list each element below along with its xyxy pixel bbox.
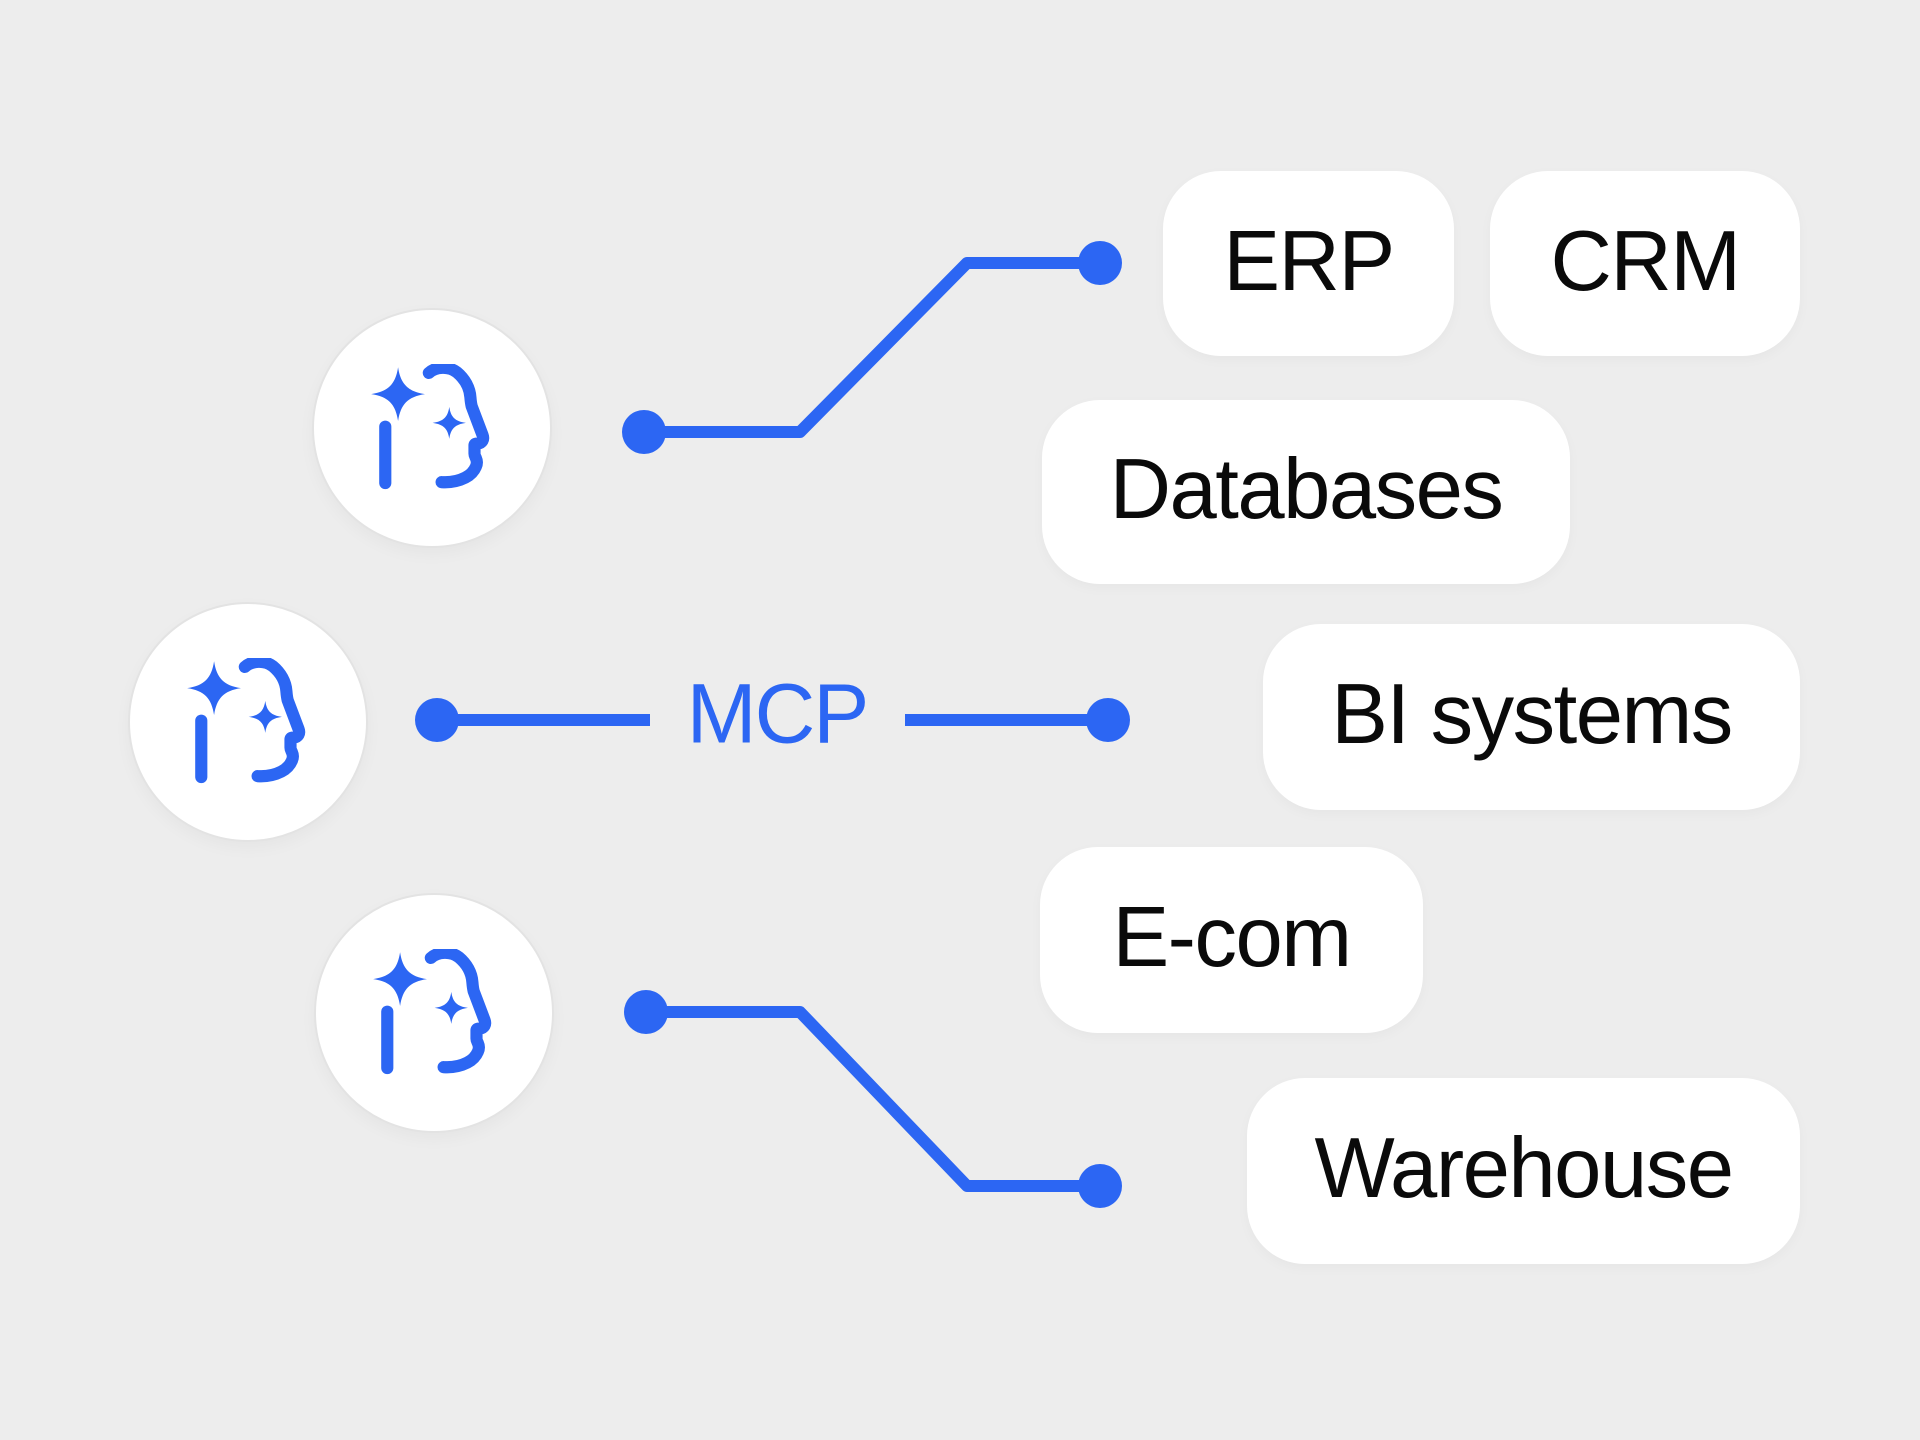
system-pill-erp: ERP [1163, 171, 1454, 356]
system-pill-label: CRM [1550, 213, 1741, 309]
system-pill-ecom: E-com [1040, 847, 1423, 1033]
connector-bottom [624, 990, 1122, 1208]
connector-top [622, 241, 1122, 454]
system-pill-label: Databases [1109, 442, 1504, 537]
connector-dot [415, 698, 459, 742]
ai-agent-node-middle [128, 602, 368, 842]
ai-face-icon [370, 949, 498, 1077]
system-pill-label: E-com [1112, 890, 1352, 985]
system-pill-warehouse: Warehouse [1247, 1078, 1800, 1264]
ai-agent-node-top [312, 308, 552, 548]
connector-dot [1078, 1164, 1122, 1208]
system-pill-label: Warehouse [1314, 1121, 1734, 1216]
connector-line [646, 1006, 1100, 1192]
connector-dot [624, 990, 668, 1034]
connector-middle [415, 698, 1130, 742]
connector-dot [1078, 241, 1122, 285]
system-pill-bi-systems: BI systems [1263, 624, 1800, 810]
ai-face-icon [368, 364, 496, 492]
system-pill-label: BI systems [1331, 667, 1733, 762]
connector-line [644, 257, 1100, 438]
system-pill-databases: Databases [1042, 400, 1570, 584]
ai-agent-node-bottom [314, 893, 554, 1133]
system-pill-label: ERP [1223, 213, 1395, 309]
mcp-hub-label: MCP [686, 666, 870, 761]
system-pill-crm: CRM [1490, 171, 1800, 356]
connector-dot [622, 410, 666, 454]
ai-face-icon [184, 658, 312, 786]
connector-dot [1086, 698, 1130, 742]
